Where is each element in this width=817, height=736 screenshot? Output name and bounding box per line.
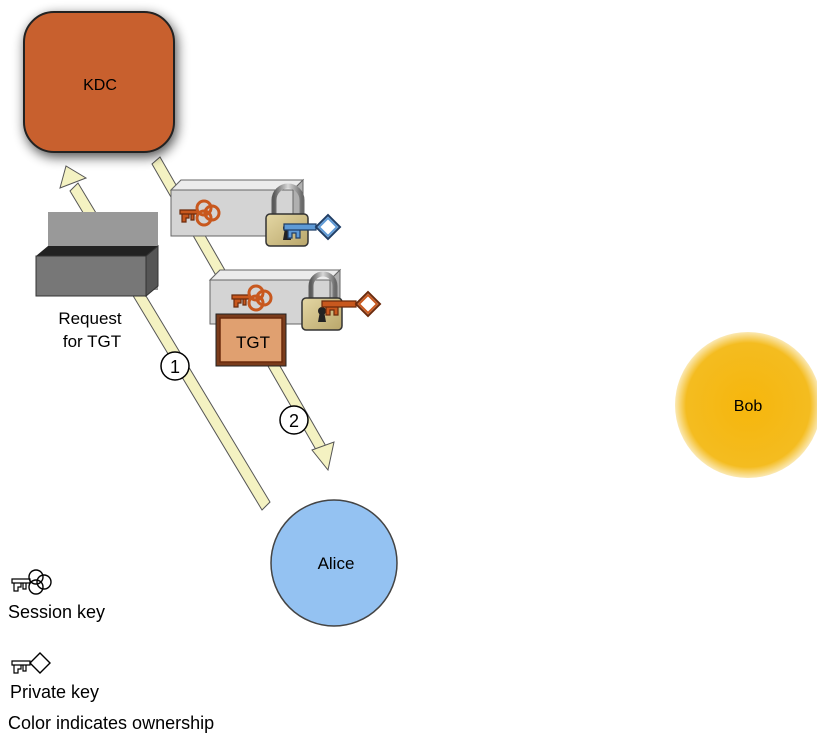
encrypted-session-key-for-tgt: TGT bbox=[208, 268, 382, 367]
step-2-badge: 2 bbox=[279, 405, 309, 435]
alice-label: Alice bbox=[318, 554, 355, 573]
kdc-node bbox=[23, 11, 175, 153]
tgt-ticket: TGT bbox=[215, 313, 287, 367]
kdc-label: KDC bbox=[83, 77, 117, 94]
legend-private-key-icon bbox=[11, 652, 51, 674]
bob-label: Bob bbox=[734, 398, 763, 415]
request-label-line2: for TGT bbox=[63, 332, 121, 351]
encrypted-session-key-for-alice bbox=[169, 178, 342, 247]
legend-session-key-icon bbox=[11, 569, 52, 595]
step-2-number: 2 bbox=[289, 411, 299, 431]
legend-private-key-label: Private key bbox=[10, 682, 100, 702]
step-1-number: 1 bbox=[170, 357, 180, 377]
request-label-line1: Request bbox=[58, 309, 122, 328]
alice-node bbox=[270, 499, 398, 627]
bob-node bbox=[675, 332, 817, 478]
kdc-private-key-icon bbox=[321, 290, 382, 318]
legend-session-key-label: Session key bbox=[8, 602, 106, 622]
request-box-icon bbox=[35, 212, 159, 298]
step-1-badge: 1 bbox=[160, 351, 190, 381]
tgt-label: TGT bbox=[236, 333, 270, 352]
legend-ownership-note: Color indicates ownership bbox=[8, 713, 215, 733]
alice-private-key-icon bbox=[283, 213, 342, 241]
